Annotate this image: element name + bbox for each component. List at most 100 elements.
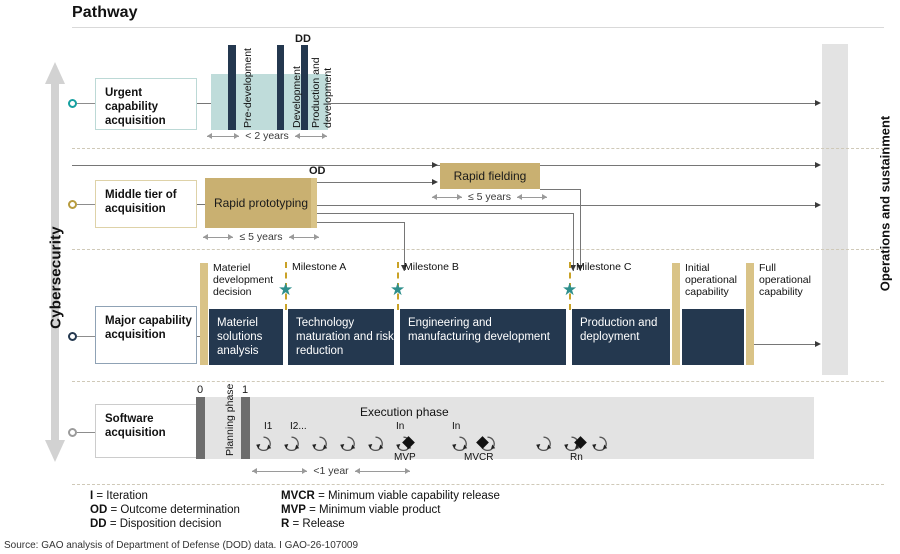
prototyping-to-fielding-arrowhead [432,179,438,185]
pathway-label-major: Major capability acquisition [105,315,192,341]
rapid-fielding-label: Rapid fielding [453,168,527,183]
rapid-fielding-box[interactable]: Rapid fielding [440,163,540,189]
software-gate-0-label: 0 [197,384,204,396]
milestone-c-dashed-line [569,262,571,310]
legend-item-dd: DD = Disposition decision [90,517,221,532]
branch-to-milestone-c-2 [580,189,581,271]
legend-item-od: OD = Outcome determination [90,503,240,518]
major-phase-sustainment-block [682,309,744,365]
operations-sustainment-label: Operations and sustainment [877,115,893,292]
major-phase-technology-maturation[interactable]: Technology maturation and risk reduction [288,309,394,365]
middle-top-arrowhead [815,162,821,168]
iteration-label-i1: I1 [264,421,273,432]
sidebar-item-middle-tier-of-acquisition[interactable]: Middle tier of acquisition [95,180,197,228]
iteration-label-i2: I2... [290,421,307,432]
major-phase-label-2: Engineering and manufacturing developmen… [408,317,550,343]
gate-label-ioc: Initial operational capability [685,262,737,298]
connector-urgent-in [197,103,211,104]
urgent-duration-label: < 2 years [245,130,289,142]
pathway-label-middle: Middle tier of acquisition [105,189,177,215]
fielding-to-ops-line [540,165,815,166]
software-band [205,397,814,459]
milestone-b-dashed-line [397,262,399,310]
major-to-ops-arrowhead [815,341,821,347]
branch-to-milestone-b-arrowhead [401,265,407,271]
source-note: Source: GAO analysis of Department of De… [4,540,359,551]
milestone-a-label: Milestone A [292,261,347,273]
gate-materiel-development-decision [200,263,208,365]
planning-phase-label: Planning phase [224,383,236,456]
pathway-dot-middle[interactable] [68,200,77,209]
pathway-stub-middle [77,204,95,205]
legend-item-mvcr: MVCR = Minimum viable capability release [281,489,500,504]
legend-abbr-mvp: MVP [281,504,306,516]
urgent-dd-marker-label: DD [295,33,311,45]
branch-to-milestone-c-2-arrowhead [577,265,583,271]
rapid-prototyping-box[interactable]: Rapid prototyping [205,178,317,228]
milestone-b-label: Milestone B [404,261,459,273]
iteration-icons-group [256,436,608,452]
iteration-label-in-2: In [452,421,461,432]
legend-abbr-dd: DD [90,518,107,530]
urgent-bar-production [301,45,308,130]
row-separator-1 [72,148,884,149]
software-duration-label: <1 year [313,465,349,477]
release-label-rn: Rn [570,452,583,463]
release-label-mvp: MVP [394,452,416,463]
branch-to-milestone-c-1 [573,213,574,271]
legend-abbr-i: I [90,490,94,502]
pathway-dot-software[interactable] [68,428,77,437]
major-phase-materiel-solutions-analysis[interactable]: Materiel solutions analysis [209,309,283,365]
title-divider [72,27,884,28]
gate-label-foc: Full operational capability [759,262,811,298]
software-gate-0-bar-fg [196,397,205,459]
sidebar-item-urgent-capability-acquisition[interactable]: Urgent capability acquisition [95,78,197,130]
page-title: Pathway [72,4,138,21]
rapid-prototyping-label: Rapid prototyping [213,195,309,210]
major-phase-production-deployment[interactable]: Production and deployment [572,309,670,365]
urgent-to-ops-arrowhead [815,100,821,106]
arrow-into-rapid-fielding-top [432,162,438,168]
milestone-a-dashed-line [285,262,287,310]
legend-item-r: R = Release [281,517,345,532]
fielding-duration-label: ≤ 5 years [467,191,512,203]
sidebar-item-software-acquisition[interactable]: Software acquisition [95,404,197,458]
pathway-dot-urgent[interactable] [68,99,77,108]
prototyping-to-ops-arrowhead [815,202,821,208]
prototyping-duration: ≤ 5 years [203,231,320,243]
prototyping-branch-b-horizontal [317,222,404,223]
legend-abbr-mvcr: MVCR [281,490,315,502]
od-marker-label: OD [309,165,326,177]
fielding-out-horizontal [540,189,581,190]
legend-text-mvp: = Minimum viable product [305,504,441,516]
gate-full-operational-capability [746,263,754,365]
pathway-stub-urgent [77,103,95,104]
execution-phase-label: Execution phase [360,405,449,419]
legend-item-mvp: MVP = Minimum viable product [281,503,440,518]
prototyping-to-ops-line [317,205,815,206]
row-separator-4 [72,484,884,485]
fielding-duration: ≤ 5 years [432,191,547,203]
urgent-bar-pre-development [228,45,236,130]
major-phase-label-3: Production and deployment [580,317,658,343]
sidebar-item-major-capability-acquisition[interactable]: Major capability acquisition [95,306,197,364]
legend-text-mvcr: = Minimum viable capability release [314,490,500,502]
pathway-label-urgent: Urgent capability acquisition [105,87,166,127]
legend-abbr-od: OD [90,504,108,516]
urgent-phase-label-1: Development [291,66,303,128]
branch-to-milestone-b [404,222,405,271]
legend-text-od: = Outcome determination [107,504,240,516]
pathway-dot-major[interactable] [68,332,77,341]
major-phase-engineering-manufacturing[interactable]: Engineering and manufacturing developmen… [400,309,566,365]
gate-initial-operational-capability [672,263,680,365]
urgent-bar-development [277,45,284,130]
major-phase-label-0: Materiel solutions analysis [217,317,263,357]
urgent-phase-label-2: Production and development [310,57,334,128]
legend-text-i: = Iteration [93,490,148,502]
gate-label-mdd: Materiel development decision [213,262,274,298]
rapid-prototyping-edge [311,178,317,228]
fielding-branch-horizontal [317,213,573,214]
urgent-phase-label-0: Pre-development [242,48,254,128]
pathway-label-software: Software acquisition [105,413,166,439]
